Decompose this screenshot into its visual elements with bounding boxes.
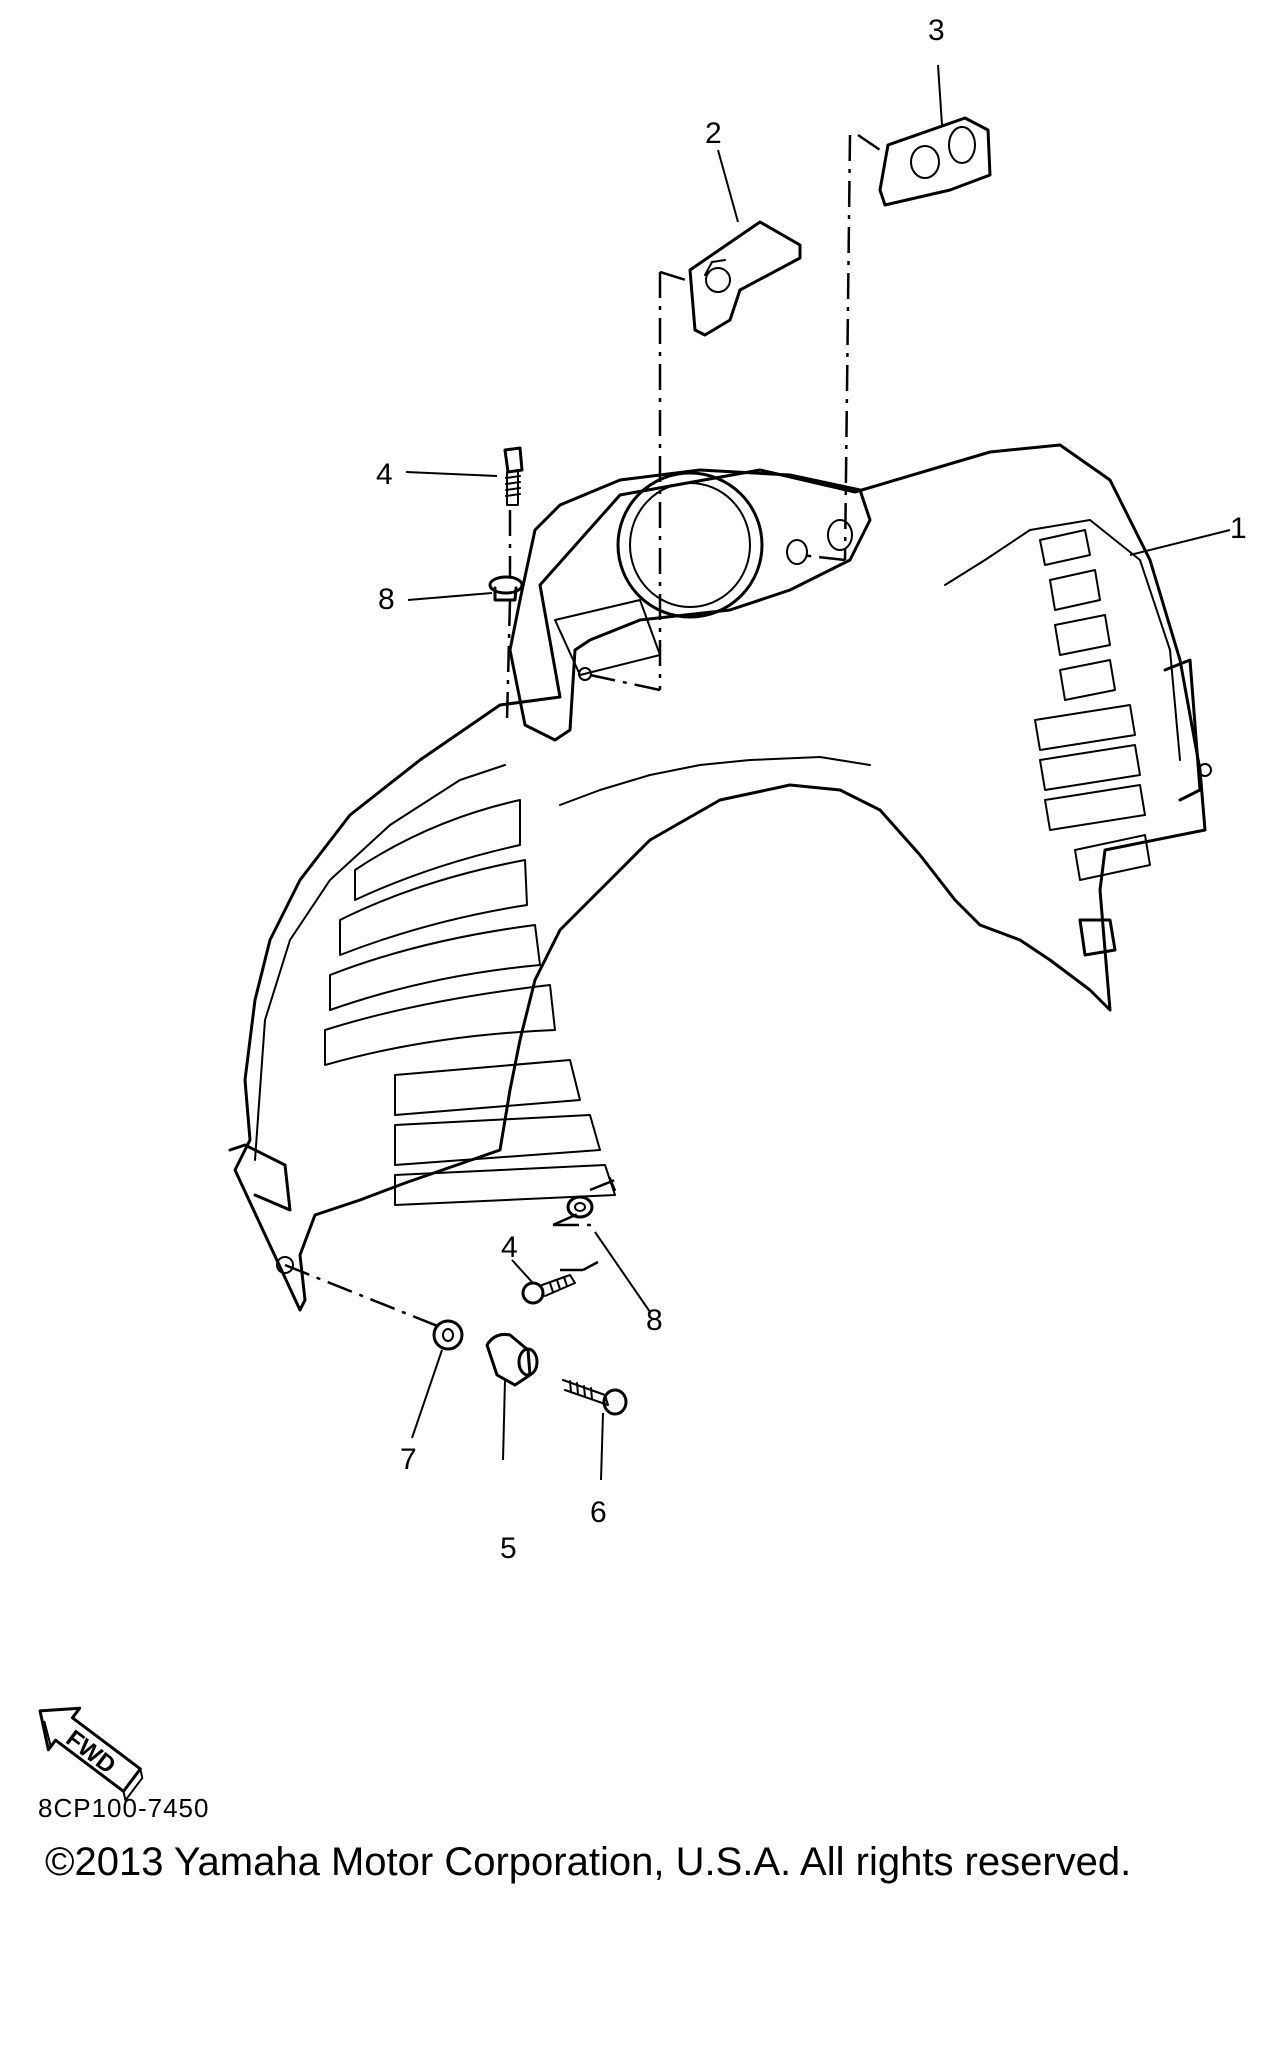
nut-part-8-top: [488, 575, 524, 602]
forward-direction-arrow: FWD: [38, 1706, 144, 1802]
grommet-part-7: [432, 1319, 464, 1351]
callout-7: 7: [400, 1443, 417, 1476]
callout-3: 3: [928, 14, 945, 47]
callout-1: 1: [1230, 512, 1247, 545]
inner-panel-part-1: [228, 443, 1212, 1312]
bracket-part-3: [878, 116, 992, 207]
copyright-notice: ©2013 Yamaha Motor Corporation, U.S.A. A…: [45, 1840, 1132, 1884]
screw-part-4-top: [503, 446, 524, 506]
callout-8-lower: 8: [646, 1304, 663, 1337]
leader-lines: [405, 64, 1231, 1481]
callout-6: 6: [590, 1496, 607, 1529]
nut-part-8-lower: [566, 1195, 594, 1219]
callout-5: 5: [500, 1532, 517, 1565]
callout-8-top: 8: [378, 583, 395, 616]
callout-4-lower: 4: [501, 1231, 518, 1264]
screw-part-4-lower: [521, 1274, 576, 1305]
callout-4-top: 4: [376, 458, 393, 491]
bracket-part-2: [688, 220, 802, 337]
bolt-part-6: [562, 1379, 628, 1416]
drawing-code: 8CP100-7450: [38, 1793, 210, 1823]
callout-2: 2: [705, 117, 722, 150]
collar-part-5: [485, 1333, 539, 1387]
